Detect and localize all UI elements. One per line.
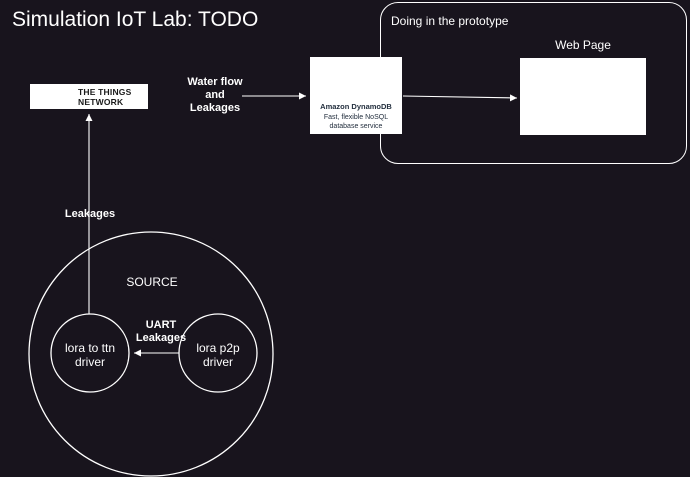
source-label: SOURCE <box>126 275 178 289</box>
webpage-label: Web Page <box>555 38 611 52</box>
source-circle <box>28 231 274 477</box>
ttn-driver-label-line2: driver <box>74 355 105 369</box>
edge-label-water-flow-line1: Water flow <box>187 76 243 88</box>
dynamodb-subtitle-line2: database service <box>329 123 383 130</box>
dynamodb-subtitle-line1: Fast, flexible NoSQL <box>323 114 389 121</box>
edge-dynamodb-to-webpage <box>402 94 518 102</box>
webpage-box <box>520 58 646 135</box>
p2p-driver-label-line1: lora p2p <box>196 341 240 355</box>
edge-label-uart: UART Leakages <box>126 319 196 345</box>
dynamodb-subtitle: Fast, flexible NoSQL database service <box>310 113 402 131</box>
p2p-driver-label-line2: driver <box>202 355 233 369</box>
dynamodb-box <box>310 57 402 134</box>
ttn-logo-box <box>30 84 148 109</box>
ttn-driver-label-line1: lora to ttn <box>64 341 116 355</box>
p2p-driver-label: lora p2p driver <box>179 341 257 369</box>
edge-label-water-flow: Water flow and Leakages <box>180 76 250 115</box>
ttn-driver-label: lora to ttn driver <box>51 341 129 369</box>
edge-label-leakages: Leakages <box>64 208 116 220</box>
dynamodb-title: Amazon DynamoDB <box>320 102 392 111</box>
ttn-driver-circle <box>50 313 130 393</box>
edge-label-uart-line2: Leakages <box>135 332 187 344</box>
page-title: Simulation IoT Lab: TODO <box>12 8 259 31</box>
ttn-logo-line1: THE THINGS <box>78 87 132 97</box>
prototype-label: Doing in the prototype <box>391 14 509 28</box>
edge-label-water-flow-line2: and <box>205 89 225 101</box>
ttn-logo-text: THE THINGS NETWORK <box>78 87 131 107</box>
edge-label-uart-line1: UART <box>145 319 177 331</box>
ttn-logo-line2: NETWORK <box>78 97 124 107</box>
edge-label-water-flow-line3: Leakages <box>189 102 241 114</box>
